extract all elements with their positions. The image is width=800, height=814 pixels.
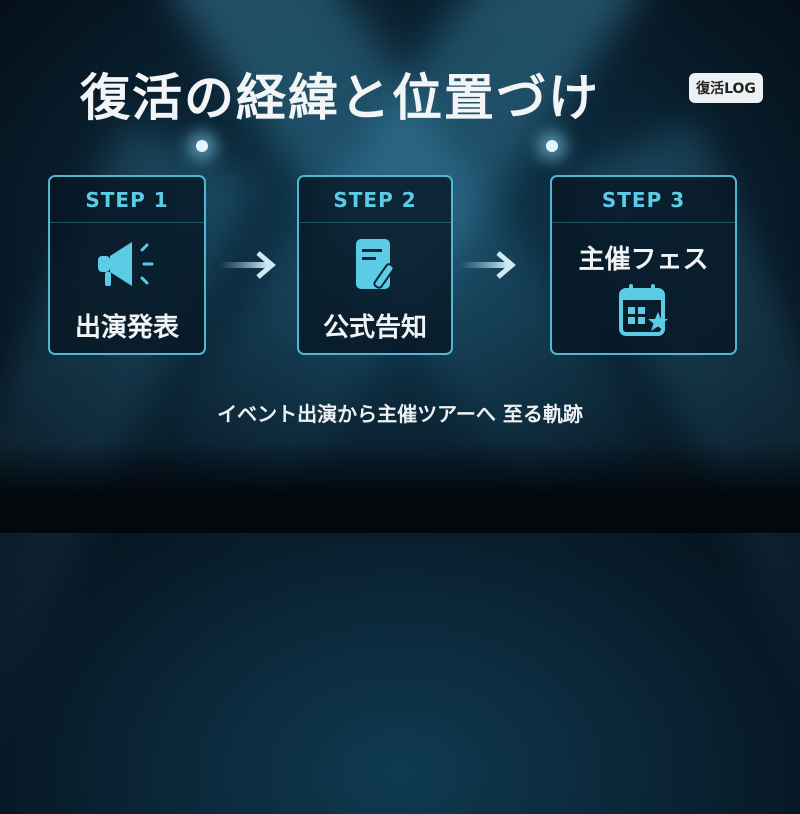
step-number: STEP 3 [552,177,735,223]
arrow-right-icon [460,251,516,279]
step-label: 公式告知 [322,313,427,343]
step-label: 出演発表 [74,313,179,343]
step-number: STEP 2 [299,177,451,223]
step-card-1: STEP 1 出演発表 [48,175,206,355]
step-card-2: STEP 2 公式告知 [297,175,453,355]
step-label: 主催フェス [578,245,709,275]
stage-light [546,140,558,152]
stage-light [196,140,208,152]
page-title: 復活の経緯と位置づけ [80,69,600,127]
document-pen-icon [356,239,395,289]
subtitle: イベント出演から主催ツアーへ 至る軌跡 [217,402,583,426]
calendar-star-icon [618,284,668,336]
log-badge: 復活LOG [689,73,763,103]
megaphone-icon [98,242,154,286]
step-card-3: STEP 3 主催フェス [550,175,737,355]
step-number: STEP 1 [50,177,204,223]
arrow-right-icon [220,251,276,279]
crowd-silhouette [0,443,800,533]
